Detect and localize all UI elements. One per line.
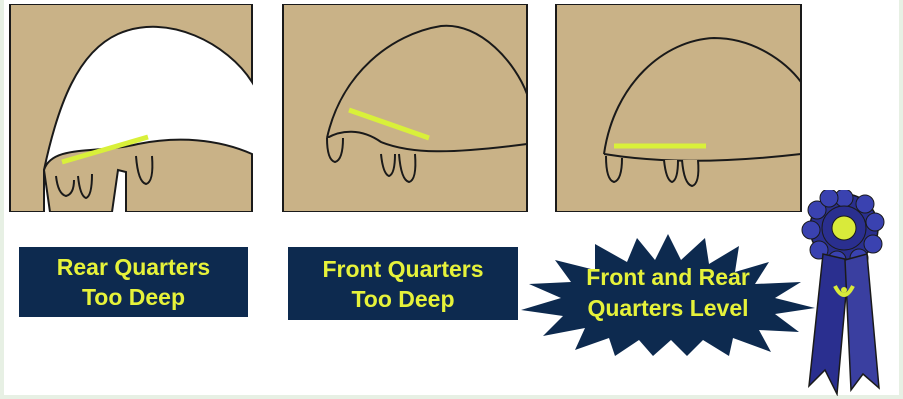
- caption-front-too-deep: Front Quarters Too Deep: [288, 247, 518, 320]
- udder-front-deep-icon: [281, 4, 529, 212]
- caption-level: Front and Rear Quarters Level: [519, 262, 817, 324]
- ribbon-laurel-dot: [841, 287, 847, 293]
- ribbon-tail-right: [845, 254, 879, 390]
- caption-rear-too-deep: Rear Quarters Too Deep: [19, 247, 248, 317]
- udder-bg-fill: [283, 4, 527, 212]
- caption-line: Front Quarters: [322, 254, 483, 284]
- caption-line: Front and Rear: [519, 262, 817, 293]
- caption-line: Rear Quarters: [57, 252, 210, 282]
- udder-bg-fill: [556, 4, 801, 212]
- caption-line: Too Deep: [351, 284, 454, 314]
- udder-rear-deep-icon: [8, 4, 254, 212]
- ribbon-tail-left: [809, 254, 849, 394]
- udder-level-icon: [554, 4, 803, 212]
- blue-ribbon-icon: [789, 190, 899, 396]
- udder-rear-teat: [606, 156, 622, 182]
- caption-line: Quarters Level: [519, 293, 817, 324]
- ribbon-rosette: [802, 190, 884, 269]
- caption-line: Too Deep: [82, 282, 185, 312]
